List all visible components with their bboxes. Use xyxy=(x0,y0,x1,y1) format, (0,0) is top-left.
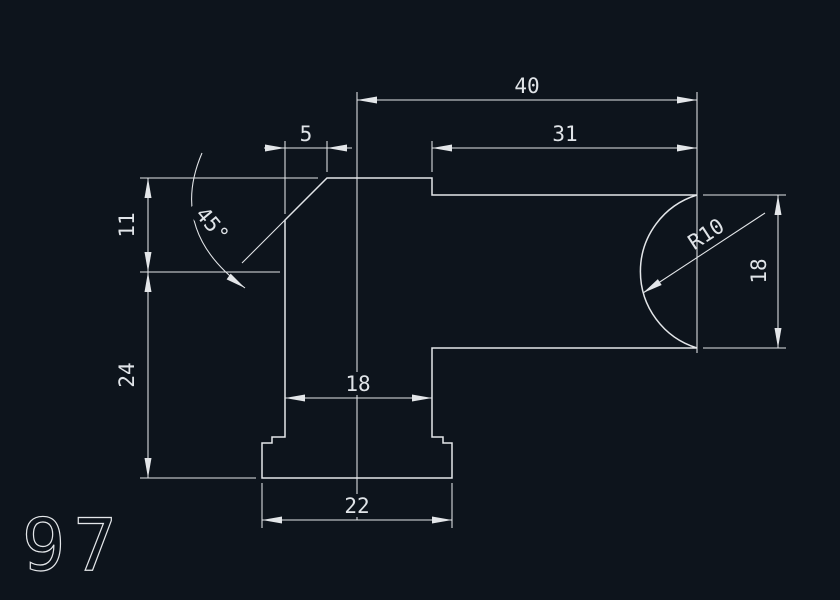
dim-base-width-mask xyxy=(339,494,375,517)
arrow xyxy=(432,516,452,524)
arrow xyxy=(265,144,285,152)
dim-leg-width-mask xyxy=(340,372,376,395)
arrow xyxy=(144,252,152,272)
arrow xyxy=(262,516,282,524)
dim-overall-width: 40 xyxy=(514,74,539,98)
arrow xyxy=(774,328,782,348)
arrow xyxy=(677,96,697,104)
arrow xyxy=(144,458,152,478)
dim-base-width: 22 xyxy=(344,494,369,518)
dim-cove-radius-group: R10 xyxy=(684,214,729,255)
arrowheads xyxy=(144,96,782,524)
arrow xyxy=(285,394,305,402)
part-outline-group xyxy=(261,177,698,479)
dim-leg-width: 18 xyxy=(345,372,370,396)
dimension-lines xyxy=(147,99,779,521)
arrow xyxy=(357,96,377,104)
dim-arm-height: 18 xyxy=(747,258,771,283)
arrow xyxy=(432,144,452,152)
drawing-number: 97 xyxy=(22,503,125,587)
dim-cove-radius: R10 xyxy=(684,214,729,255)
chamfer-extension xyxy=(241,219,286,264)
leader-cove-radius xyxy=(642,212,766,294)
dimension-texts: 40 31 5 18 22 11 24 18 R10 45° xyxy=(115,74,771,518)
arrow xyxy=(774,195,782,215)
arrow xyxy=(144,272,152,292)
arrow xyxy=(144,178,152,198)
part-profile xyxy=(261,177,698,479)
dim-chamfer-angle-group: 45° xyxy=(186,195,240,253)
extension-lines xyxy=(140,92,786,528)
leader-chamfer-angle-arc xyxy=(191,152,246,289)
arrow xyxy=(226,273,245,288)
arrow xyxy=(412,394,432,402)
dim-center-to-base: 24 xyxy=(115,362,139,387)
dim-chamfer-width: 5 xyxy=(300,122,313,146)
arrow xyxy=(643,279,662,293)
dim-upper-arm-length: 31 xyxy=(552,122,577,146)
arrow xyxy=(327,144,347,152)
dim-chamfer-angle-mask xyxy=(186,195,240,253)
arrow xyxy=(677,144,697,152)
dim-top-to-center: 11 xyxy=(115,212,139,237)
